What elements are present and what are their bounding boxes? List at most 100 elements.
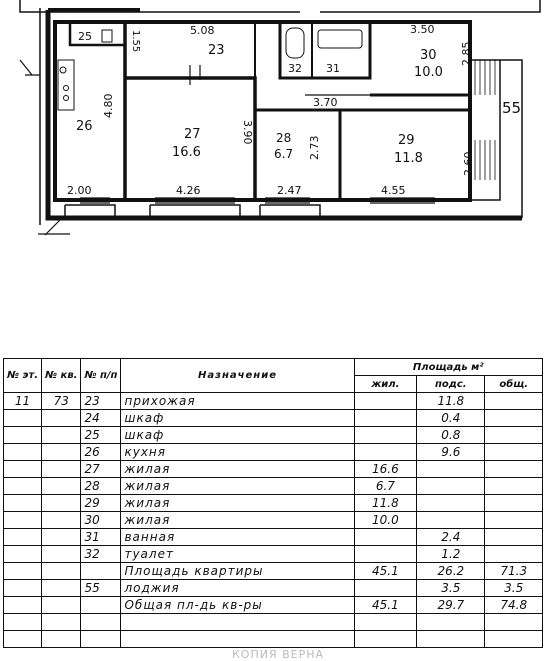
table-row bbox=[2, 630, 543, 648]
room-32-no: 32 bbox=[288, 62, 302, 75]
cell-floor bbox=[2, 596, 43, 614]
cell-item bbox=[80, 613, 122, 631]
cell-apt bbox=[41, 426, 82, 444]
cell-apt bbox=[41, 545, 82, 563]
cell-purpose: прихожая bbox=[120, 392, 355, 410]
cell-living bbox=[353, 579, 418, 597]
cell-aux bbox=[416, 630, 486, 648]
cell-item: 25 bbox=[80, 426, 122, 444]
cell-total bbox=[484, 613, 543, 631]
cell-item: 23 bbox=[80, 392, 122, 410]
cell-apt bbox=[41, 511, 82, 529]
cell-floor bbox=[2, 460, 43, 478]
header-item: № п/п bbox=[80, 358, 122, 393]
cell-aux: 0.4 bbox=[416, 409, 486, 427]
room-26-no: 26 bbox=[76, 119, 93, 134]
cell-floor bbox=[2, 562, 43, 580]
room-30-area: 10.0 bbox=[414, 65, 443, 80]
cell-living: 11.8 bbox=[353, 494, 418, 512]
cell-floor bbox=[2, 613, 43, 631]
dim-155: 1.55 bbox=[130, 30, 141, 52]
cell-purpose: Общая пл-дь кв-ры bbox=[120, 596, 355, 614]
header-area: Площадь м² bbox=[353, 358, 544, 376]
cell-floor bbox=[2, 630, 43, 648]
cell-apt bbox=[41, 443, 82, 461]
room-31-no: 31 bbox=[326, 62, 340, 75]
header-floor: № эт. bbox=[2, 358, 43, 393]
cell-living: 16.6 bbox=[353, 460, 418, 478]
cell-apt bbox=[41, 460, 82, 478]
cell-floor bbox=[2, 494, 43, 512]
cell-living bbox=[353, 426, 418, 444]
cell-apt bbox=[41, 562, 82, 580]
cell-total bbox=[484, 477, 543, 495]
header-total: общ. bbox=[484, 375, 543, 393]
dim-426: 4.26 bbox=[176, 184, 201, 197]
cell-purpose: шкаф bbox=[120, 409, 355, 427]
cell-purpose: ванная bbox=[120, 528, 355, 546]
room-28-area: 6.7 bbox=[274, 147, 293, 161]
dim-390: 3.90 bbox=[241, 120, 254, 145]
room-23-no: 23 bbox=[208, 43, 225, 58]
cell-purpose bbox=[120, 613, 355, 631]
room-27-area: 16.6 bbox=[172, 145, 201, 160]
cell-aux bbox=[416, 511, 486, 529]
cell-total: 3.5 bbox=[484, 579, 543, 597]
cell-item: 55 bbox=[80, 579, 122, 597]
cell-total bbox=[484, 392, 543, 410]
cell-aux: 0.8 bbox=[416, 426, 486, 444]
cell-total: 71.3 bbox=[484, 562, 543, 580]
room-29-no: 29 bbox=[398, 133, 415, 148]
cell-purpose: туалет bbox=[120, 545, 355, 563]
header-aux: подс. bbox=[416, 375, 486, 393]
dim-480: 4.80 bbox=[102, 94, 115, 119]
room-29-area: 11.8 bbox=[394, 151, 423, 166]
room-25-no: 25 bbox=[78, 30, 92, 43]
cell-total bbox=[484, 409, 543, 427]
cell-apt bbox=[41, 613, 82, 631]
table-row bbox=[2, 613, 543, 631]
cell-item: 29 bbox=[80, 494, 122, 512]
cell-purpose: жилая bbox=[120, 460, 355, 478]
cell-item: 31 bbox=[80, 528, 122, 546]
cell-living bbox=[353, 392, 418, 410]
cell-item bbox=[80, 596, 122, 614]
area-table: № эт. № кв. № п/п Назначение Площадь м² … bbox=[2, 358, 544, 648]
cell-floor bbox=[2, 511, 43, 529]
cell-total bbox=[484, 460, 543, 478]
cell-purpose: жилая bbox=[120, 511, 355, 529]
cell-living bbox=[353, 443, 418, 461]
cell-living bbox=[353, 409, 418, 427]
header-purpose: Назначение bbox=[120, 358, 355, 393]
cell-floor bbox=[2, 443, 43, 461]
cell-purpose: жилая bbox=[120, 477, 355, 495]
cell-apt bbox=[41, 409, 82, 427]
cell-purpose: шкаф bbox=[120, 426, 355, 444]
cell-total bbox=[484, 545, 543, 563]
cell-item bbox=[80, 562, 122, 580]
cell-total bbox=[484, 528, 543, 546]
room-55-no: 55 bbox=[502, 99, 521, 117]
cell-item bbox=[80, 630, 122, 648]
cell-total bbox=[484, 630, 543, 648]
cell-floor bbox=[2, 579, 43, 597]
cell-living: 6.7 bbox=[353, 477, 418, 495]
cell-apt: 73 bbox=[41, 392, 82, 410]
cell-aux: 2.4 bbox=[416, 528, 486, 546]
cell-purpose: кухня bbox=[120, 443, 355, 461]
dim-247: 2.47 bbox=[277, 184, 302, 197]
walls bbox=[19, 0, 541, 236]
cell-purpose bbox=[120, 630, 355, 648]
cell-item: 30 bbox=[80, 511, 122, 529]
cell-aux bbox=[416, 494, 486, 512]
cell-item: 24 bbox=[80, 409, 122, 427]
cell-living: 45.1 bbox=[353, 596, 418, 614]
cell-purpose: жилая bbox=[120, 494, 355, 512]
header-apt: № кв. bbox=[41, 358, 82, 393]
